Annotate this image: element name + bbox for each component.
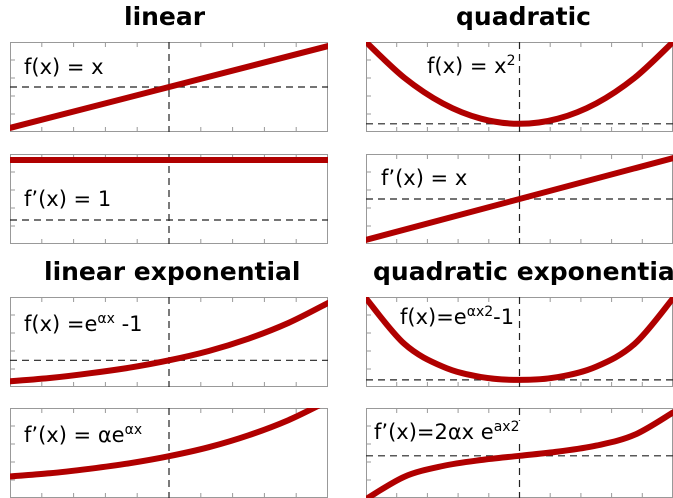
title-quadratic-exponential: quadratic exponential <box>373 257 673 286</box>
annotation-linear-f: f(x) = x <box>22 55 106 80</box>
series-line-quadratic-fprime <box>366 155 673 243</box>
title-linear-exponential: linear exponential <box>44 257 301 286</box>
panel-linexp-f <box>10 297 328 387</box>
series-line-linexp-f <box>10 300 328 385</box>
annotation-quadratic-fprime: f’(x) = x <box>379 166 470 191</box>
panel-quadratic-f <box>366 42 673 132</box>
series-line-quadexp-f <box>366 297 673 383</box>
panel-quadexp-f <box>366 297 673 387</box>
annotation-quadexp-fprime: f’(x)=2αx eax2 <box>372 419 522 445</box>
series-line-quadratic-f <box>366 42 673 127</box>
title-quadratic: quadratic <box>456 2 591 31</box>
annotation-linear-fprime: f’(x) = 1 <box>22 187 114 212</box>
title-linear: linear <box>124 2 206 31</box>
plot-linexp-f <box>10 297 328 387</box>
panel-linear-fprime <box>10 154 328 244</box>
annotation-linexp-f: f(x) =eαx -1 <box>22 311 145 337</box>
annotation-linexp-fprime: f’(x) = αeαx <box>22 422 145 448</box>
annotation-quadratic-f: f(x) = x2 <box>425 53 518 79</box>
plot-linexp-fprime <box>10 408 328 498</box>
series-line-linear-f <box>10 43 328 131</box>
plot-quadratic-f <box>366 42 673 132</box>
series-line-quadexp-fprime <box>366 409 673 498</box>
panel-linear-f <box>10 42 328 132</box>
series-line-linexp-fprime <box>10 408 321 480</box>
plot-linear-f <box>10 42 328 132</box>
plot-linear-fprime <box>10 154 328 244</box>
annotation-quadexp-f: f(x)=eαx2-1 <box>398 304 517 330</box>
panel-linexp-fprime <box>10 408 328 498</box>
plot-quadexp-f <box>366 297 673 387</box>
